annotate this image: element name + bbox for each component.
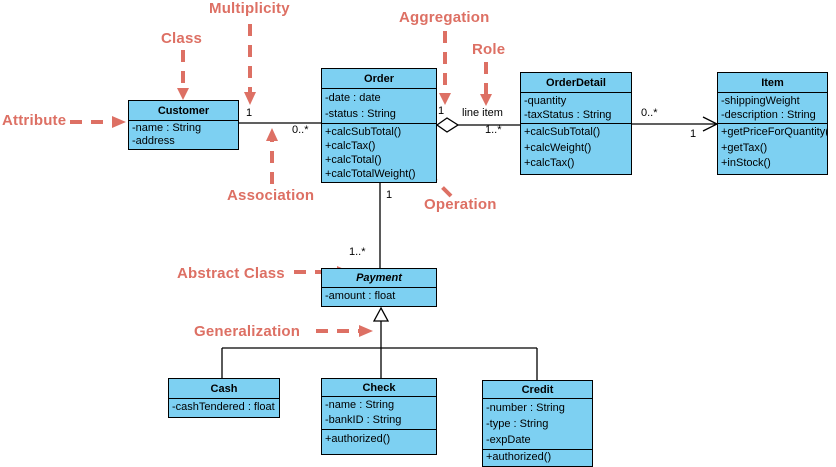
class-title: Cash: [210, 382, 238, 395]
attribute-row: -number : String: [486, 402, 565, 414]
attribute-row: -name : String: [132, 122, 202, 134]
multiplicity-aggregate-side: 1: [438, 105, 445, 117]
multiplicity-detail-to-item: 0..*: [641, 107, 658, 119]
aggregation-order-orderdetail: [435, 117, 520, 133]
class-customer[interactable]: Customer -name : String -address: [128, 100, 239, 150]
association-pointer-arrow-icon: [266, 128, 278, 184]
class-title: Check: [362, 381, 396, 394]
attribute-row: -cashTendered : float: [172, 401, 275, 413]
multiplicity-payment-side: 1..*: [349, 246, 366, 258]
attribute-row: -type : String: [486, 418, 549, 430]
generalization-pointer-arrow-icon: [316, 325, 373, 337]
operation-row: +getPriceForQuantity(): [721, 126, 827, 138]
class-orderdetail[interactable]: OrderDetail -quantity -taxStatus : Strin…: [520, 72, 632, 175]
multiplicity-pointer-arrow-icon: [244, 24, 256, 105]
multiplicity-customer-side: 1: [246, 107, 253, 119]
class-check[interactable]: Check -name : String -bankID : String +a…: [321, 378, 437, 455]
multiplicity-order-to-payment: 1: [386, 189, 393, 201]
operation-row: +calcTax(): [524, 157, 575, 169]
attribute-row: -name : String: [325, 399, 395, 411]
annotation-role: Role: [472, 41, 506, 58]
annotation-abstract-class: Abstract Class: [177, 265, 285, 282]
attribute-row: -shippingWeight: [721, 95, 800, 107]
multiplicity-order-side: 0..*: [292, 124, 309, 136]
operation-row: +authorized(): [486, 451, 552, 463]
annotation-class: Class: [161, 30, 203, 47]
role-name-line-item: line item: [462, 107, 503, 119]
attribute-row: -status : String: [325, 108, 396, 120]
class-title: Customer: [157, 104, 210, 117]
annotation-aggregation: Aggregation: [399, 9, 490, 26]
association-orderdetail-item: [632, 116, 719, 132]
aggregation-diamond-icon: [435, 117, 460, 133]
operation-row: +calcTotalWeight(): [325, 168, 416, 180]
generalization-triangle-icon: [372, 306, 390, 322]
class-title: Item: [761, 76, 784, 89]
operation-row: +calcSubTotal(): [524, 126, 601, 138]
attribute-row: -amount : float: [325, 290, 396, 302]
attribute-row: -quantity: [524, 95, 567, 107]
class-item[interactable]: Item -shippingWeight -description : Stri…: [717, 72, 828, 175]
annotation-attribute: Attribute: [2, 112, 67, 129]
attribute-row: -date : date: [325, 92, 381, 104]
multiplicity-detail-side: 1..*: [485, 124, 502, 136]
attribute-row: -expDate: [486, 434, 531, 446]
generalization-payment-subclasses: [221, 306, 538, 380]
attribute-row: -bankID : String: [325, 414, 402, 426]
class-cash[interactable]: Cash -cashTendered : float: [168, 378, 280, 418]
annotation-operation: Operation: [424, 196, 497, 213]
class-title: OrderDetail: [546, 76, 606, 89]
multiplicity-item-side: 1: [690, 128, 697, 140]
attribute-row: -taxStatus : String: [524, 109, 612, 121]
class-title: Credit: [521, 383, 554, 396]
class-payment[interactable]: Payment -amount : float: [321, 268, 437, 307]
role-pointer-arrow-icon: [480, 62, 492, 106]
attribute-row: -address: [132, 135, 175, 147]
operation-row: +inStock(): [721, 157, 771, 169]
operation-row: +authorized(): [325, 433, 391, 445]
attribute-row: -description : String: [721, 109, 816, 121]
attribute-pointer-arrow-icon: [70, 116, 126, 128]
annotation-generalization: Generalization: [194, 323, 301, 340]
operation-row: +calcWeight(): [524, 141, 592, 154]
class-order[interactable]: Order -date : date -status : String +cal…: [321, 68, 437, 183]
class-credit[interactable]: Credit -number : String -type : String -…: [482, 380, 593, 467]
class-title-abstract: Payment: [356, 272, 402, 284]
class-title: Order: [364, 72, 394, 85]
operation-row: +calcTax(): [325, 140, 376, 152]
annotation-multiplicity: Multiplicity: [209, 0, 290, 17]
operation-row: +getTax(): [721, 141, 768, 154]
aggregation-pointer-arrow-icon: [439, 31, 451, 105]
class-pointer-arrow-icon: [177, 50, 189, 100]
operation-row: +calcSubTotal(): [325, 126, 402, 138]
annotation-association: Association: [227, 187, 315, 204]
operation-row: +calcTotal(): [325, 154, 382, 166]
